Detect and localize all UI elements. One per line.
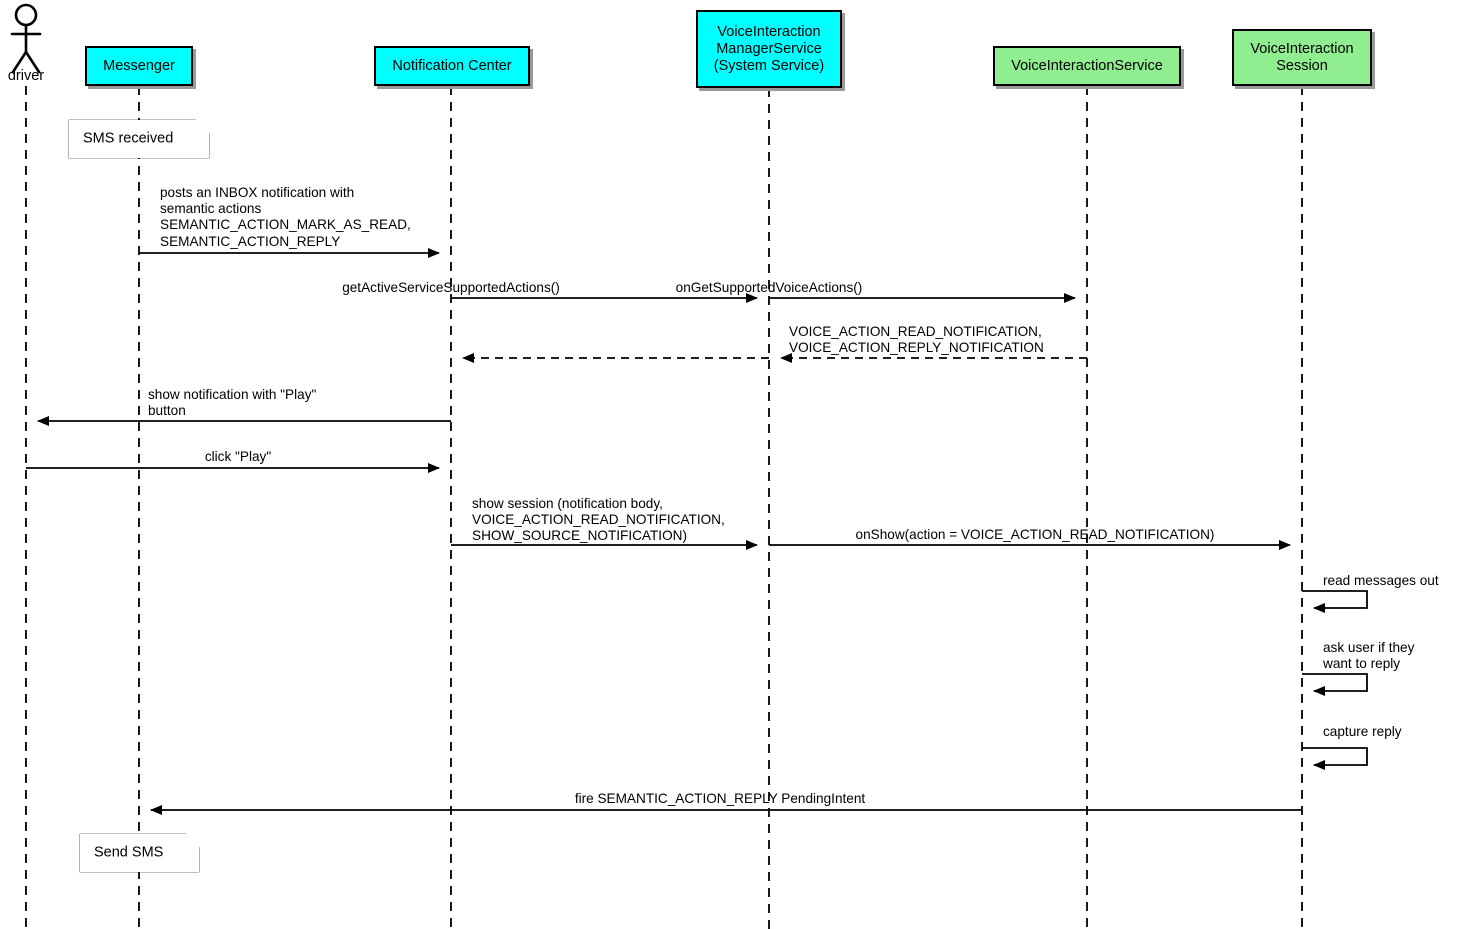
message-label-post-inbox-notification: posts an INBOX notification with semanti… [160,185,411,249]
lifelines [25,86,1303,929]
note-sms-received: SMS received [69,120,209,158]
self-loop-capture-reply [1302,747,1368,770]
message-label-return-voice-actions: VOICE_ACTION_READ_NOTIFICATION, VOICE_AC… [789,324,1044,356]
actor-driver-label: driver [7,68,45,84]
note-send-sms: Send SMS [80,834,199,872]
note-sms-received-label: SMS received [83,130,174,147]
self-loop-read-messages-out [1302,590,1368,613]
participant-voice-interaction-service-label: VoiceInteractionService [1011,57,1163,74]
message-label-get-active-service-supported-actions: getActiveServiceSupportedActions() [342,280,560,295]
self-message-label-read-messages-out: read messages out [1323,573,1439,588]
participant-notification-center[interactable]: Notification Center [374,46,530,86]
note-send-sms-label: Send SMS [94,844,164,861]
message-label-click-play: click "Play" [204,449,272,464]
message-label-on-show: onShow(action = VOICE_ACTION_READ_NOTIFI… [855,527,1215,542]
participant-messenger-label: Messenger [103,57,175,74]
participant-voice-interaction-manager-service-label: VoiceInteraction ManagerService (System … [713,23,825,74]
participant-voice-interaction-session[interactable]: VoiceInteraction Session [1232,29,1372,86]
participant-notification-center-label: Notification Center [392,57,512,74]
participant-voice-interaction-service[interactable]: VoiceInteractionService [993,46,1181,86]
message-label-on-get-supported-voice-actions: onGetSupportedVoiceActions() [675,280,863,295]
actor-driver-icon [10,3,42,74]
message-label-show-session: show session (notification body, VOICE_A… [472,496,725,544]
message-label-show-notification-with-play-button: show notification with "Play" button [148,387,317,419]
self-message-label-ask-user-if-they-want-to-reply: ask user if they want to reply [1323,640,1415,672]
participant-messenger[interactable]: Messenger [85,46,193,86]
message-label-fire-semantic-action-reply-pending-intent: fire SEMANTIC_ACTION_REPLY PendingIntent [574,791,866,806]
self-message-label-capture-reply: capture reply [1323,724,1402,739]
message-arrows [26,248,1302,815]
participant-voice-interaction-session-label: VoiceInteraction Session [1250,40,1354,74]
participant-voice-interaction-manager-service[interactable]: VoiceInteraction ManagerService (System … [696,10,842,88]
self-message-loops [1302,590,1368,770]
self-loop-ask-user-if-they-want-to-reply [1302,673,1368,696]
